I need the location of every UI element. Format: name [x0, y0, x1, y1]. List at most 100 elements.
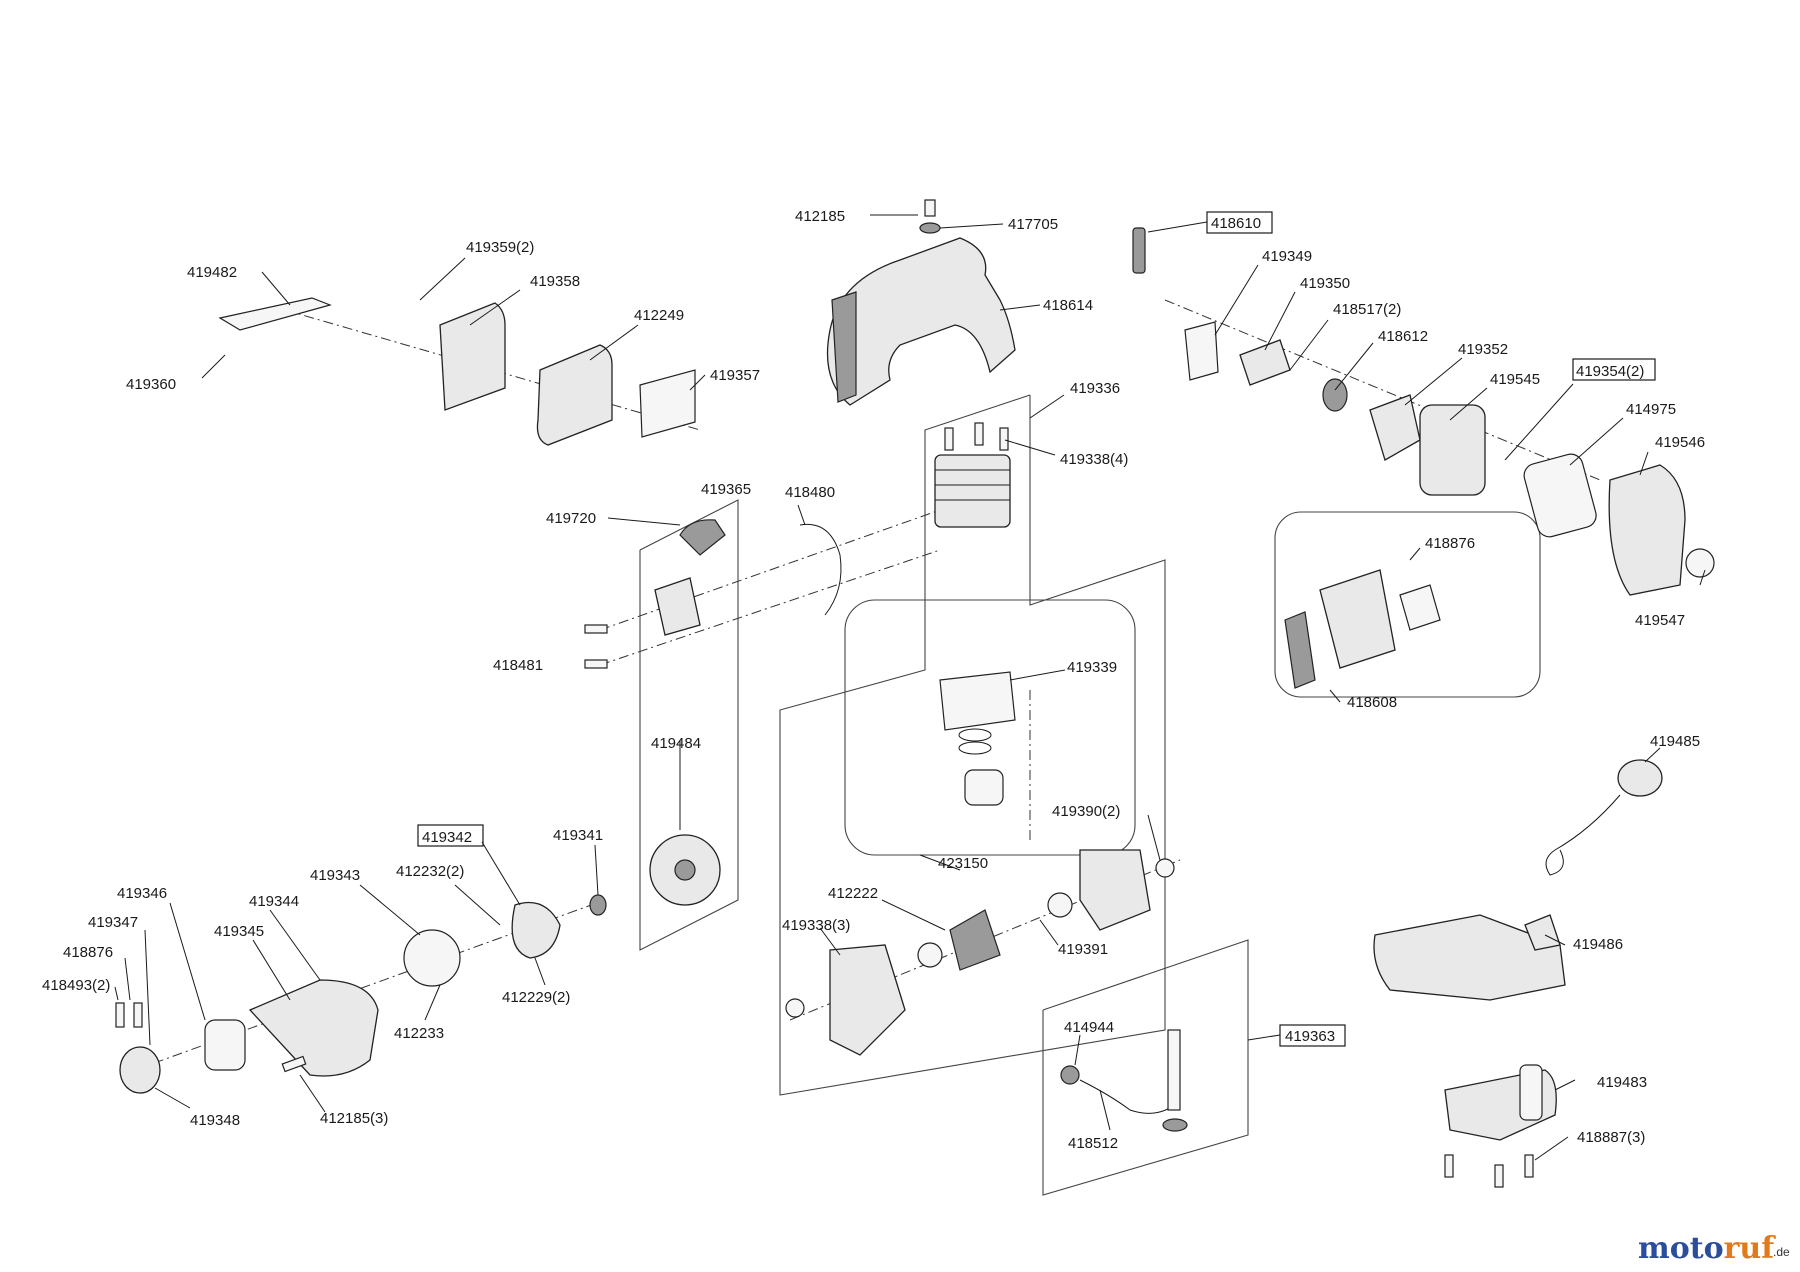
fuel-pickup-part — [1167, 1029, 1181, 1111]
part-label: 412185(3) — [320, 1110, 388, 1127]
part-label: 418887(3) — [1577, 1129, 1645, 1146]
part-label: 412222 — [828, 885, 878, 902]
axis-line — [1164, 299, 1601, 481]
axis-line — [599, 509, 941, 631]
boxed-label-frame — [417, 824, 484, 847]
clamp-part — [119, 1046, 161, 1094]
tether-part — [1545, 794, 1621, 876]
screw-part — [584, 659, 608, 669]
screw-part — [1494, 1164, 1504, 1188]
clutch-drum-part — [403, 929, 461, 987]
cylinder-part — [934, 454, 1011, 528]
brand-domain: .de — [1773, 1245, 1790, 1259]
part-label: 418493(2) — [42, 977, 110, 994]
cylinder-group-frame — [779, 394, 1166, 1096]
starter-pulley-part — [1284, 611, 1316, 689]
filter-element-part — [1523, 453, 1597, 538]
tank-neck-part — [1524, 914, 1561, 951]
piston-ring-part — [958, 741, 992, 755]
fuel-line-group-frame — [1042, 939, 1249, 1196]
part-label: 417705 — [1008, 216, 1058, 233]
part-label: 412232(2) — [396, 863, 464, 880]
part-label: 419391 — [1058, 941, 1108, 958]
ignition-coil-part — [679, 519, 726, 556]
shaft-adapter-part — [204, 1019, 246, 1071]
seal-part — [1155, 858, 1175, 878]
screw-part — [584, 624, 608, 634]
crankcase-left-part — [829, 944, 906, 1056]
boxed-label-frame — [1206, 211, 1273, 234]
part-label: 419485 — [1650, 733, 1700, 750]
fuel-tank-part — [1373, 914, 1566, 1001]
spark-plug-part — [1132, 227, 1146, 274]
air-box-part — [1419, 404, 1486, 496]
part-label: 419483 — [1597, 1074, 1647, 1091]
screw-part — [1444, 1154, 1454, 1178]
fuel-line-part — [1079, 1030, 1181, 1114]
part-label: 419390(2) — [1052, 803, 1120, 820]
piston-ring-part — [958, 728, 992, 742]
part-label: 419365 — [701, 481, 751, 498]
filter-cover-part — [218, 297, 332, 331]
piston-kit-frame — [844, 599, 1136, 856]
carb-spacer-part — [1322, 378, 1348, 412]
part-label: 419344 — [249, 893, 299, 910]
washer-part — [919, 222, 941, 234]
part-label: 418612 — [1378, 328, 1428, 345]
part-labels: 412185 417705 418610 419482 419359(2) 41… — [42, 208, 1705, 1152]
fuel-cap-part — [1617, 759, 1663, 797]
part-label: 419348 — [190, 1112, 240, 1129]
part-label: 414975 — [1626, 401, 1676, 418]
piston-part — [964, 769, 1004, 806]
brand-part-a: moto — [1638, 1231, 1724, 1266]
engine-cover-part — [826, 237, 1016, 406]
part-label: 419336 — [1070, 380, 1120, 397]
screw-part — [974, 422, 984, 446]
part-label: 419546 — [1655, 434, 1705, 451]
part-label: 419346 — [117, 885, 167, 902]
wire-part — [799, 523, 842, 616]
svg-text:motoruf: motoruf — [1638, 1231, 1776, 1266]
part-label: 418512 — [1068, 1135, 1118, 1152]
screw-part — [1524, 1154, 1534, 1178]
part-label: 414944 — [1064, 1019, 1114, 1036]
part-label: 419343 — [310, 867, 360, 884]
cover-vents — [831, 291, 857, 403]
ignition-module-part — [654, 577, 701, 636]
screw-part — [999, 427, 1009, 451]
part-label: 418876 — [63, 944, 113, 961]
intake-block-part — [1239, 339, 1291, 386]
part-label: 419354(2) — [1576, 363, 1644, 380]
part-label: 419338(4) — [1060, 451, 1128, 468]
part-label: 419342 — [422, 829, 472, 846]
part-label: 419357 — [710, 367, 760, 384]
part-label: 418481 — [493, 657, 543, 674]
bracket-post — [1519, 1064, 1543, 1121]
part-label: 418610 — [1211, 215, 1261, 232]
part-label: 412249 — [634, 307, 684, 324]
part-label: 418614 — [1043, 297, 1093, 314]
flywheel-hub — [674, 859, 696, 881]
part-label: 412233 — [394, 1025, 444, 1042]
air-cover-part — [1608, 464, 1686, 596]
part-label: 412229(2) — [502, 989, 570, 1006]
part-label: 419345 — [214, 923, 264, 940]
screw-part — [115, 1002, 125, 1028]
filter-housing-part — [439, 302, 506, 411]
clutch-plate-part — [511, 901, 561, 959]
part-label: 418480 — [785, 484, 835, 501]
part-label: 412185 — [795, 208, 845, 225]
part-label: 419360 — [126, 376, 176, 393]
part-label: 419545 — [1490, 371, 1540, 388]
cylinder-gasket-part — [939, 671, 1016, 731]
ignition-group-frame — [639, 499, 739, 951]
part-label: 419341 — [553, 827, 603, 844]
axis-line — [284, 309, 701, 431]
crankshaft-part — [949, 909, 1001, 971]
pawl-part — [1399, 584, 1441, 631]
fuel-filter-part — [1162, 1118, 1188, 1132]
boxed-label-frame — [1279, 1024, 1346, 1047]
bearing-part — [917, 942, 943, 968]
part-label: 419350 — [1300, 275, 1350, 292]
